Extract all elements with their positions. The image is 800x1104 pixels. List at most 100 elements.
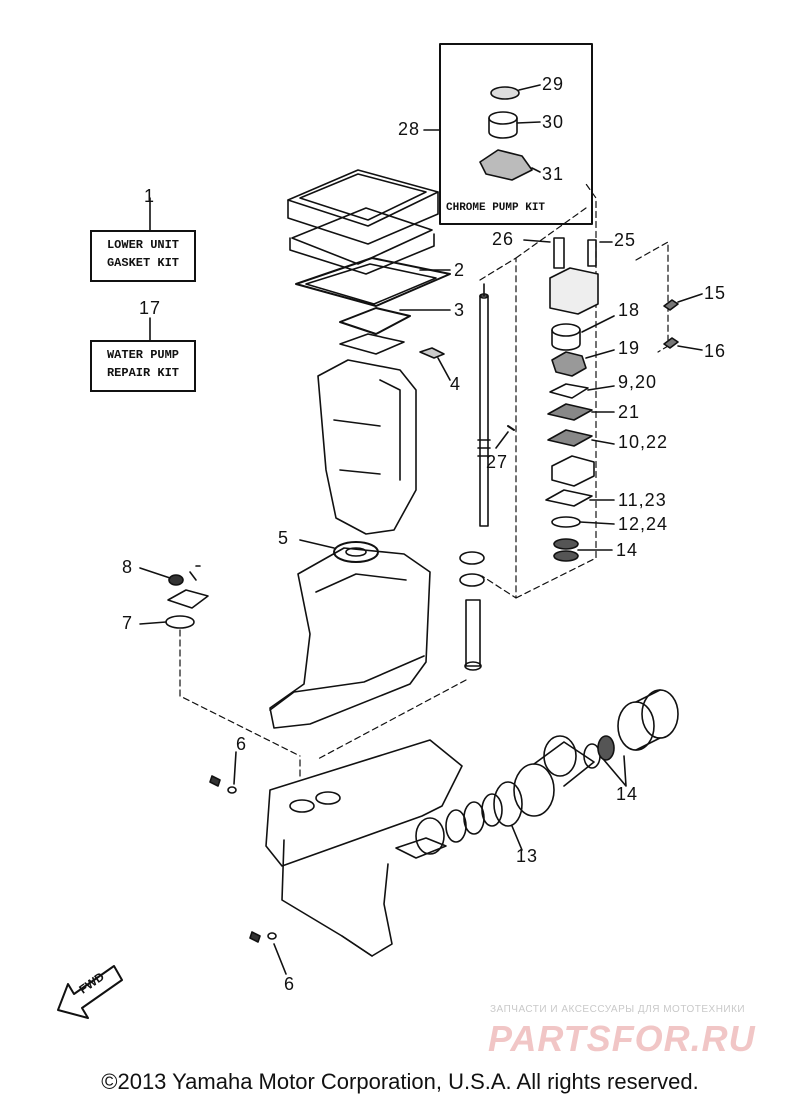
- callout-29: 29: [542, 74, 565, 94]
- callout-2: 2: [454, 260, 466, 280]
- leader-14b: [603, 755, 627, 787]
- lower-unit-gasket-kit-box: LOWER UNIT GASKET KIT: [90, 230, 196, 282]
- leader-16: [677, 345, 703, 351]
- part-18-insert: [551, 323, 581, 351]
- callout-16: 16: [704, 341, 727, 361]
- callout-26: 26: [492, 229, 515, 249]
- callout-11-23: 11,23: [618, 490, 667, 510]
- upper-casing: [317, 333, 417, 535]
- part-26-bolt: [553, 237, 565, 269]
- part-2-gasket: [295, 257, 451, 307]
- callout-5: 5: [278, 528, 290, 548]
- part-6-bolt-upper: [209, 775, 237, 794]
- part-14-seals-lower: [583, 735, 615, 769]
- leader-13: [511, 825, 523, 851]
- part-21-plate: [547, 403, 593, 421]
- water-pump-repair-kit-line1: WATER PUMP: [106, 348, 179, 362]
- part-11-23-gasket: [545, 489, 593, 507]
- part-29-washer: [490, 86, 520, 100]
- lower-unit-housing: [265, 739, 463, 957]
- leader-5: [299, 539, 335, 549]
- leader-7: [139, 621, 167, 625]
- callout-15: 15: [704, 283, 727, 303]
- callout-3: 3: [454, 300, 466, 320]
- callout-25: 25: [614, 230, 637, 250]
- leader-27: [495, 431, 509, 449]
- fwd-arrow: [57, 965, 123, 1019]
- part-6-bolt-lower: [249, 931, 277, 943]
- leader-19: [585, 349, 615, 359]
- watermark-logo: PARTSFOR.RU: [488, 1018, 756, 1059]
- drive-shaft: [477, 283, 491, 527]
- assembly-dashed-lines: [179, 629, 467, 781]
- callout-27: 27: [486, 452, 509, 472]
- part-10-22-gasket: [547, 429, 593, 447]
- part-9-20-gasket: [549, 383, 589, 399]
- part-8-cap: [168, 565, 201, 586]
- callout-21: 21: [618, 402, 641, 422]
- callout-30: 30: [542, 112, 565, 132]
- part-4-clip: [419, 347, 445, 359]
- pump-base: [551, 455, 595, 487]
- water-pump-repair-kit-box: WATER PUMP REPAIR KIT: [90, 340, 196, 392]
- part-7-oring: [165, 615, 195, 629]
- part-16-grommet: [663, 337, 679, 349]
- callout-28: 28: [398, 119, 421, 139]
- propeller-shaft-assembly: [395, 793, 503, 859]
- callout-12-24: 12,24: [618, 514, 669, 534]
- callout-7: 7: [122, 613, 134, 633]
- callout-17: 17: [139, 298, 162, 318]
- lower-unit-gasket-kit-line1: LOWER UNIT: [106, 238, 179, 252]
- callout-31: 31: [542, 164, 565, 184]
- leader-31: [531, 167, 541, 173]
- lower-upper-housing: [269, 547, 431, 729]
- leader-26: [523, 239, 551, 243]
- water-pump-repair-kit-line2: REPAIR KIT: [106, 366, 179, 380]
- callout-1: 1: [144, 186, 156, 206]
- leader-9-20: [587, 385, 615, 391]
- chrome-pump-kit-box: [439, 43, 593, 225]
- bearing-housing: [513, 735, 595, 817]
- leader-4: [437, 357, 451, 381]
- leader-10-22: [591, 439, 615, 445]
- part-13-oring: [493, 781, 523, 827]
- part-15-grommet: [663, 299, 679, 311]
- callout-10-22: 10,22: [618, 432, 669, 452]
- part-27-pin: [507, 425, 515, 431]
- leader-30: [516, 121, 541, 124]
- watermark-tagline: ЗАПЧАСТИ И АКСЕССУАРЫ ДЛЯ МОТОТЕХНИКИ: [490, 1004, 746, 1015]
- propeller-cap: [617, 689, 679, 751]
- leader-8: [139, 567, 171, 579]
- callout-13: 13: [516, 846, 539, 866]
- callout-14-lower: 14: [616, 784, 639, 804]
- upper-casing-gaskets: [287, 169, 439, 275]
- pump-to-lower-dashed: [635, 241, 669, 353]
- callout-19: 19: [618, 338, 641, 358]
- lower-unit-gasket-kit-line2: GASKET KIT: [106, 256, 179, 270]
- part-30-liner: [488, 111, 518, 139]
- plate-assembly: [167, 589, 209, 609]
- part-3-gasket: [339, 307, 411, 335]
- part-25-bolt: [587, 239, 597, 267]
- leader-6b: [273, 943, 287, 975]
- callout-18: 18: [618, 300, 641, 320]
- part-14-seals-upper: [553, 538, 579, 562]
- leader-18: [581, 315, 615, 333]
- leader-15: [677, 293, 703, 303]
- part-12-24-ring: [551, 516, 581, 528]
- part-31-plate: [479, 149, 533, 181]
- leader-12-24: [579, 521, 615, 525]
- pump-housing: [549, 267, 599, 315]
- callout-9-20: 9,20: [618, 372, 658, 392]
- pump-group-outline: [479, 183, 597, 599]
- drive-shaft-bearings: [459, 551, 485, 671]
- callout-14-upper: 14: [616, 540, 639, 560]
- callout-6-upper: 6: [236, 734, 248, 754]
- leader-29: [518, 84, 541, 91]
- part-5-seal: [333, 541, 379, 563]
- part-19-impeller: [551, 351, 587, 377]
- callout-6-lower: 6: [284, 974, 296, 994]
- chrome-pump-kit-label: CHROME PUMP KIT: [446, 202, 546, 214]
- leader-6a: [233, 751, 237, 785]
